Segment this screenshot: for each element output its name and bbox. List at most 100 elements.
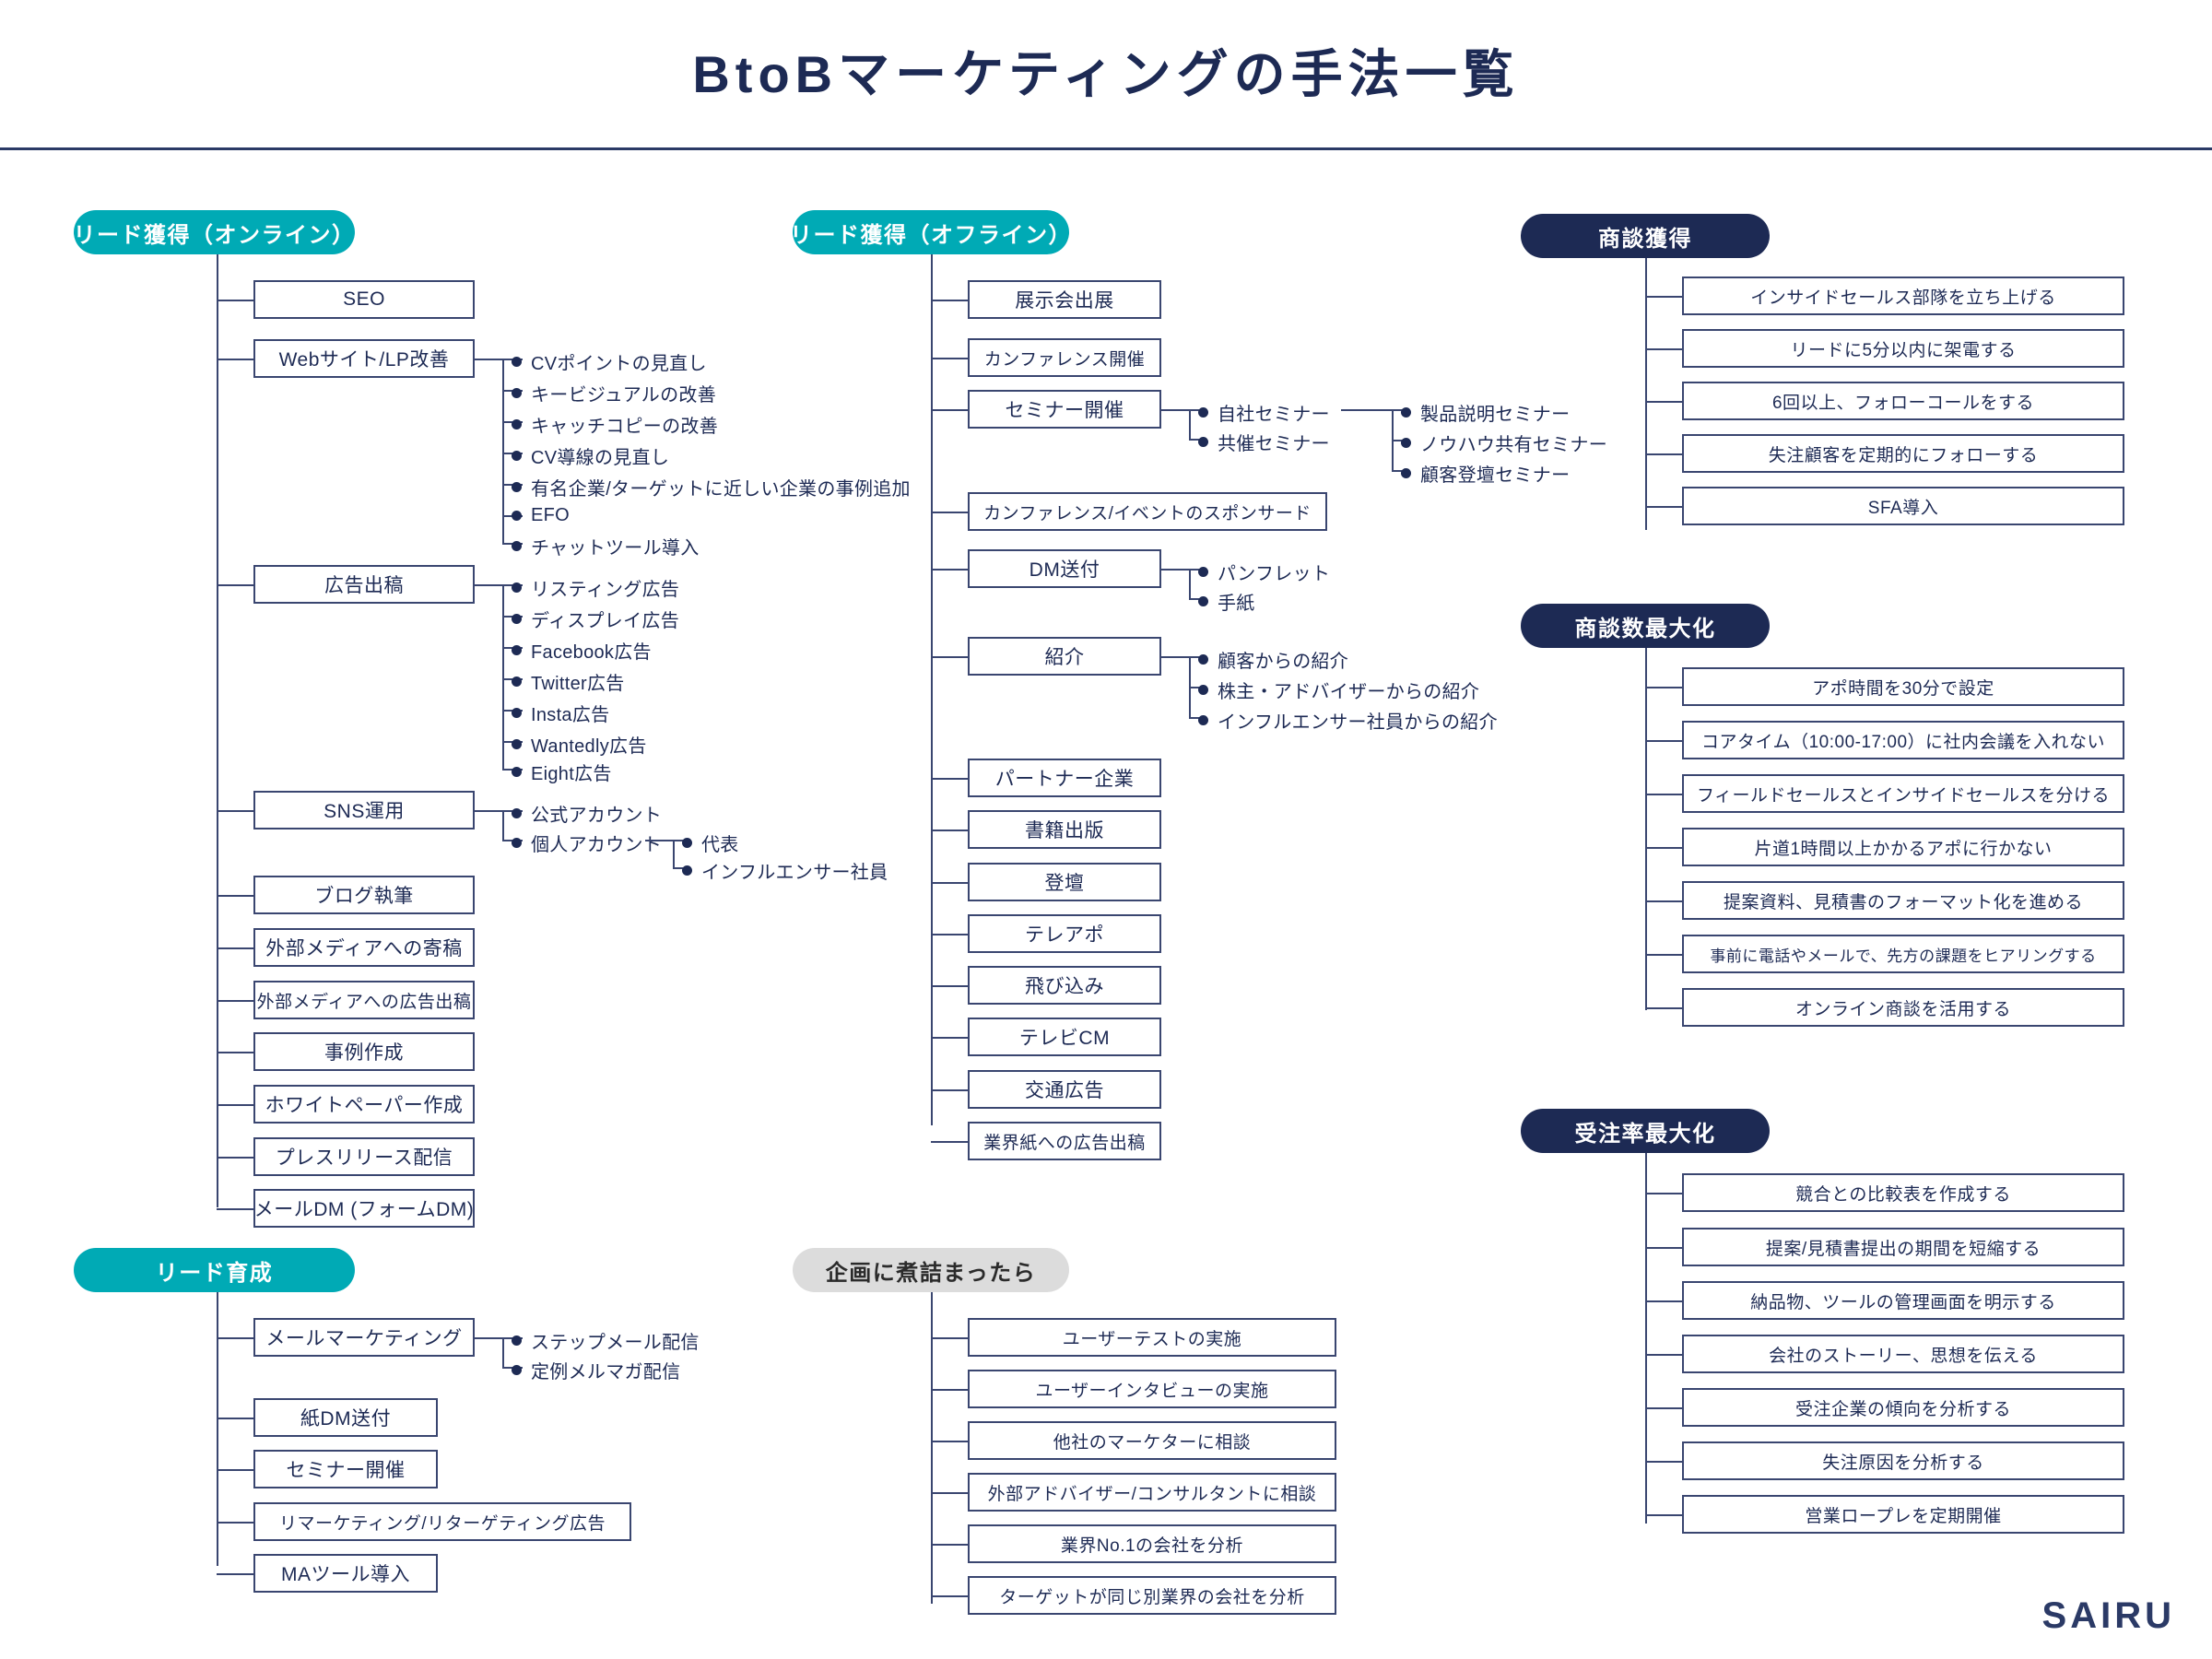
leaf-item: CV導線の見直し bbox=[512, 442, 669, 469]
node-use-online-meetings[interactable]: オンライン商談を活用する bbox=[1682, 988, 2124, 1027]
node-tv-cm[interactable]: テレビCM bbox=[968, 1018, 1161, 1056]
node-ma-tool[interactable]: MAツール導入 bbox=[253, 1554, 438, 1593]
leaf-item: ノウハウ共有セミナー bbox=[1401, 429, 1607, 456]
connector bbox=[931, 1037, 968, 1039]
leaf-item: 顧客からの紹介 bbox=[1198, 646, 1348, 673]
node-consult-other-marketers[interactable]: 他社のマーケターに相談 bbox=[968, 1421, 1336, 1460]
leaf-item: インフルエンサー社員 bbox=[682, 857, 888, 884]
bullet-dot bbox=[512, 767, 522, 777]
node-sfa-introduction[interactable]: SFA導入 bbox=[1682, 487, 2124, 525]
bullet-dot bbox=[512, 419, 522, 429]
bullet-dot bbox=[512, 511, 522, 521]
connector bbox=[931, 1595, 968, 1597]
node-seminar-hold-nurture[interactable]: セミナー開催 bbox=[253, 1450, 438, 1488]
node-case-study[interactable]: 事例作成 bbox=[253, 1032, 475, 1071]
node-seminar-hold[interactable]: セミナー開催 bbox=[968, 390, 1161, 429]
connector bbox=[1341, 409, 1392, 411]
node-dm-send[interactable]: DM送付 bbox=[968, 549, 1161, 588]
node-sns-operation[interactable]: SNS運用 bbox=[253, 791, 475, 830]
node-analyze-loss-reasons[interactable]: 失注原因を分析する bbox=[1682, 1441, 2124, 1480]
bullet-dot bbox=[512, 541, 522, 551]
node-blog-writing[interactable]: ブログ執筆 bbox=[253, 876, 475, 914]
connector bbox=[217, 1469, 253, 1471]
node-appointment-30min[interactable]: アポ時間を30分で設定 bbox=[1682, 667, 2124, 706]
node-split-field-inside-sales[interactable]: フィールドセールスとインサイドセールスを分ける bbox=[1682, 774, 2124, 813]
leaf-item: EFO bbox=[512, 505, 570, 526]
node-website-lp[interactable]: Webサイト/LP改善 bbox=[253, 339, 475, 378]
connector bbox=[931, 1441, 968, 1442]
node-external-media-contribution[interactable]: 外部メディアへの寄稿 bbox=[253, 928, 475, 967]
node-regular-sales-roleplay[interactable]: 営業ロープレを定期開催 bbox=[1682, 1495, 2124, 1534]
node-no-internal-meeting-core-time[interactable]: コアタイム（10:00-17:00）に社内会議を入れない bbox=[1682, 721, 2124, 759]
node-seo[interactable]: SEO bbox=[253, 280, 475, 319]
node-call-within-5-min[interactable]: リードに5分以内に架電する bbox=[1682, 329, 2124, 368]
node-tell-company-story[interactable]: 会社のストーリー、思想を伝える bbox=[1682, 1335, 2124, 1373]
leaf-item: キャッチコピーの改善 bbox=[512, 411, 718, 438]
node-email-marketing[interactable]: メールマーケティング bbox=[253, 1318, 475, 1357]
node-partner-company[interactable]: パートナー企業 bbox=[968, 759, 1161, 797]
connector bbox=[1645, 740, 1682, 742]
page-title: BtoBマーケティングの手法一覧 bbox=[692, 45, 1520, 103]
bullet-dot bbox=[512, 388, 522, 398]
bullet-dot bbox=[1401, 438, 1411, 448]
section-heading-deal-maximize: 商談数最大化 bbox=[1521, 604, 1770, 648]
connector bbox=[1645, 1300, 1682, 1302]
node-event-sponsorship[interactable]: カンファレンス/イベントのスポンサード bbox=[968, 492, 1327, 531]
node-speaking[interactable]: 登壇 bbox=[968, 863, 1161, 901]
node-shorten-quote-period[interactable]: 提案/見積書提出の期間を短縮する bbox=[1682, 1228, 2124, 1266]
node-analyze-won-companies[interactable]: 受注企業の傾向を分析する bbox=[1682, 1388, 2124, 1427]
node-build-inside-sales[interactable]: インサイドセールス部隊を立ち上げる bbox=[1682, 276, 2124, 315]
leaf-item: インフルエンサー社員からの紹介 bbox=[1198, 707, 1498, 734]
node-referral[interactable]: 紹介 bbox=[968, 637, 1161, 676]
connector bbox=[217, 895, 253, 897]
node-remarketing-ads[interactable]: リマーケティング/リターゲティング広告 bbox=[253, 1502, 631, 1541]
node-cold-visit[interactable]: 飛び込み bbox=[968, 966, 1161, 1005]
node-user-interview[interactable]: ユーザーインタビューの実施 bbox=[968, 1370, 1336, 1408]
node-ad-placement[interactable]: 広告出稿 bbox=[253, 565, 475, 604]
node-skip-far-appointments[interactable]: 片道1時間以上かかるアポに行かない bbox=[1682, 828, 2124, 866]
connector bbox=[673, 867, 689, 869]
node-analyze-industry-leader[interactable]: 業界No.1の会社を分析 bbox=[968, 1524, 1336, 1563]
node-consult-external-advisor[interactable]: 外部アドバイザー/コンサルタントに相談 bbox=[968, 1473, 1336, 1512]
connector bbox=[1189, 656, 1206, 658]
node-prehearing-by-phone-mail[interactable]: 事前に電話やメールで、先方の課題をヒアリングする bbox=[1682, 935, 2124, 973]
leaf-item: CVポイントの見直し bbox=[512, 348, 707, 375]
node-transit-ads[interactable]: 交通広告 bbox=[968, 1070, 1161, 1109]
node-conference-hold[interactable]: カンファレンス開催 bbox=[968, 338, 1161, 377]
leaf-item: ステップメール配信 bbox=[512, 1327, 700, 1354]
node-clarify-deliverables-tools[interactable]: 納品物、ツールの管理画面を明示する bbox=[1682, 1281, 2124, 1320]
leaf-item: Insta広告 bbox=[512, 700, 609, 726]
node-book-publishing[interactable]: 書籍出版 bbox=[968, 810, 1161, 849]
connector bbox=[1645, 687, 1682, 688]
node-competitor-comparison-table[interactable]: 競合との比較表を作成する bbox=[1682, 1173, 2124, 1212]
brand-logo: SAIRU bbox=[2041, 1595, 2175, 1636]
trunk-lead-online bbox=[217, 254, 218, 1207]
node-paper-dm[interactable]: 紙DM送付 bbox=[253, 1398, 438, 1437]
node-exhibition[interactable]: 展示会出展 bbox=[968, 280, 1161, 319]
connector bbox=[931, 830, 968, 831]
connector bbox=[645, 840, 673, 841]
node-standardize-proposal-format[interactable]: 提案資料、見積書のフォーマット化を進める bbox=[1682, 881, 2124, 920]
node-press-release[interactable]: プレスリリース配信 bbox=[253, 1137, 475, 1176]
bullet-dot bbox=[682, 865, 692, 876]
node-analyze-same-target-industry[interactable]: ターゲットが同じ別業界の会社を分析 bbox=[968, 1576, 1336, 1615]
section-heading-lead-online: リード獲得（オンライン） bbox=[74, 210, 355, 254]
node-telemarketing[interactable]: テレアポ bbox=[968, 914, 1161, 953]
connector bbox=[931, 1492, 968, 1494]
node-trade-paper-ads[interactable]: 業界紙への広告出稿 bbox=[968, 1122, 1161, 1160]
node-whitepaper[interactable]: ホワイトペーパー作成 bbox=[253, 1085, 475, 1124]
connector bbox=[931, 656, 968, 658]
leaf-item: 製品説明セミナー bbox=[1401, 399, 1570, 426]
node-follow-call-6-times[interactable]: 6回以上、フォローコールをする bbox=[1682, 382, 2124, 420]
connector bbox=[1645, 401, 1682, 403]
connector bbox=[217, 300, 253, 301]
connector bbox=[1189, 409, 1206, 411]
bullet-dot bbox=[1198, 654, 1208, 665]
connector bbox=[217, 359, 253, 360]
node-follow-lost-customers[interactable]: 失注顧客を定期的にフォローする bbox=[1682, 434, 2124, 473]
connector bbox=[931, 985, 968, 987]
node-mail-dm[interactable]: メールDM (フォームDM) bbox=[253, 1189, 475, 1228]
node-user-test[interactable]: ユーザーテストの実施 bbox=[968, 1318, 1336, 1357]
connector bbox=[931, 1544, 968, 1546]
node-external-media-ads[interactable]: 外部メディアへの広告出稿 bbox=[253, 981, 475, 1019]
